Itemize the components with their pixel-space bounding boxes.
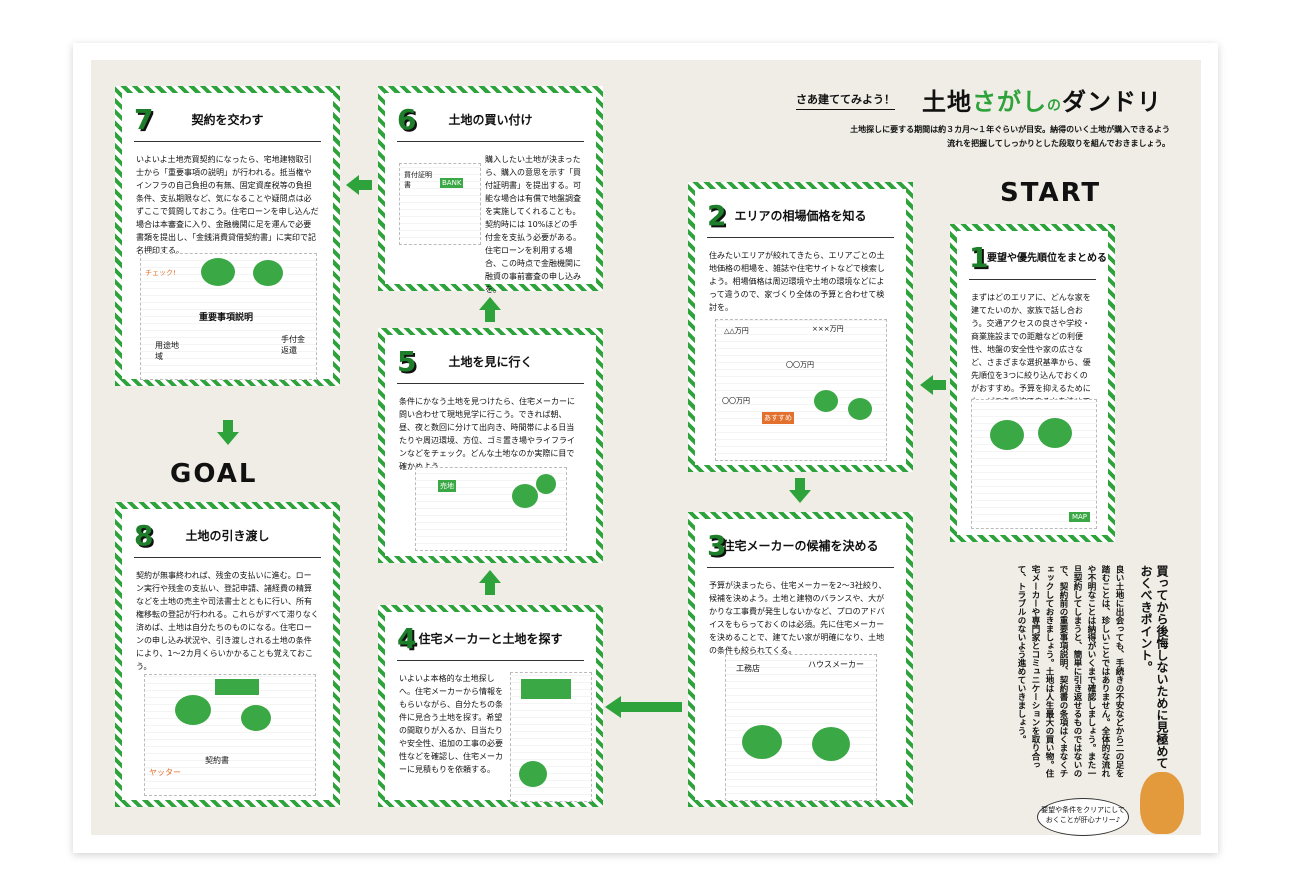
hair-icon	[512, 484, 538, 508]
hair-icon	[848, 398, 872, 420]
step-title: 契約を交わす	[191, 113, 264, 127]
land-icon	[521, 679, 571, 699]
divider	[397, 660, 584, 661]
lead-line: 流れを把握してしっかりとした段取りを組んでおきましょう。	[947, 139, 1170, 148]
land-icon	[215, 679, 259, 695]
step-body: いよいよ本格的な土地探しへ。住宅メーカーから情報をもらいながら、自分たちの条件に…	[399, 674, 503, 774]
step-number: 8	[134, 519, 154, 552]
goal-label: GOAL	[170, 459, 258, 489]
title-part: ダンドリ	[1062, 88, 1162, 116]
step-title: 土地を見に行く	[448, 355, 533, 369]
hair-icon	[536, 474, 556, 494]
hair-icon	[814, 390, 838, 412]
land-sign: 売地	[438, 480, 456, 492]
illustration-search	[510, 672, 592, 802]
bubble-label: 工務店	[736, 664, 760, 673]
step-number: 1	[969, 241, 989, 274]
title-part: 土地	[922, 88, 972, 116]
hair-icon	[253, 260, 283, 286]
step-7-card: 7 契約を交わす いよいよ土地売買契約になったら、宅地建物取引士から「重要事項の…	[115, 86, 340, 386]
hair-icon	[201, 258, 235, 286]
lead-text: 土地探しに要する期間は約３カ月〜１年ぐらいが目安。納得のいく土地が購入できるよう…	[850, 123, 1170, 151]
step-number: 5	[397, 345, 417, 378]
map-label: MAP	[1068, 512, 1090, 522]
hair-icon	[742, 725, 782, 759]
check-label: チェック!	[145, 269, 176, 277]
start-label: START	[1000, 178, 1102, 208]
title-part: さがし	[972, 88, 1047, 116]
document-label: 買付証明書	[404, 171, 432, 189]
illustration-contract: チェック! 重要事項説明 用途地域 手付金返還	[140, 253, 317, 380]
beaver-mascot-icon	[1140, 772, 1184, 834]
illustration-land-prices: △△万円 ×××万円 〇〇万円 〇〇万円 あすすめ	[715, 319, 887, 461]
lead-line: 土地探しに要する期間は約３カ月〜１年ぐらいが目安。納得のいく土地が購入できるよう	[850, 125, 1170, 134]
illustration-handover: 契約書 ヤッター	[144, 674, 316, 796]
hair-icon	[1038, 418, 1072, 448]
price-tag: 〇〇万円	[722, 397, 750, 405]
step-number: 2	[707, 199, 727, 232]
step-title: エリアの相場価格を知る	[734, 209, 867, 223]
step-body: 購入したい土地が決まったら、購入の意思を示す「買付証明書」を提出する。可能な場合…	[485, 155, 581, 294]
document-label: 重要事項説明	[199, 313, 254, 323]
step-title: 住宅メーカーと土地を探す	[418, 632, 563, 646]
speech-bubble: 要望や条件をクリアにしておくことが肝心ナリー♪	[1037, 798, 1129, 836]
divider	[397, 141, 584, 142]
step-title: 住宅メーカーの候補を決める	[722, 539, 879, 553]
advice-body: 良い土地に出会っても、手続きの不安などから二の足を踏むことは、珍しいことではあり…	[1016, 565, 1124, 778]
step-title: 土地の買い付け	[448, 113, 533, 127]
step-8-card: 8 土地の引き渡し 契約が無事終われば、残金の支払いに進む。ローン実行や残金の支…	[115, 502, 340, 807]
bubble-label: ハウスメーカー	[808, 660, 864, 669]
step-body: 住みたいエリアが絞れてきたら、エリアごとの土地価格の相場を、雑誌や住宅サイトなど…	[709, 251, 885, 312]
advice-title: 買ってから後悔しないために見極めておくべきポイント。	[1139, 565, 1169, 769]
divider	[134, 141, 321, 142]
step-number: 6	[397, 103, 417, 136]
hair-icon	[175, 695, 211, 725]
step-body: 契約が無事終われば、残金の支払いに進む。ローン実行や残金の支払い、登記申請、諸経…	[136, 571, 319, 671]
illustration-site-visit: 売地	[415, 467, 567, 551]
divider	[969, 279, 1096, 280]
page-title: 土地さがしのダンドリ	[922, 82, 1162, 117]
step-title: 要望や優先順位をまとめる	[987, 253, 1107, 264]
hair-icon	[241, 705, 271, 731]
divider	[707, 237, 894, 238]
step-5-card: 5 土地を見に行く 条件にかなう土地を見つけたら、住宅メーカーに問い合わせて現地…	[378, 328, 603, 563]
hair-icon	[519, 761, 547, 787]
step-1-card: 1 要望や優先順位をまとめる まずはどのエリアに、どんな家を建てたいのか、家族で…	[950, 224, 1115, 542]
step-body: 条件にかなう土地を見つけたら、住宅メーカーに問い合わせて現地見学に行こう。できれ…	[399, 397, 575, 471]
bank-sign: BANK	[440, 178, 464, 188]
divider	[707, 567, 894, 568]
divider	[397, 383, 584, 384]
step-2-card: 2 エリアの相場価格を知る 住みたいエリアが絞れてきたら、エリアごとの土地価格の…	[688, 182, 913, 472]
step-6-card: 6 土地の買い付け 購入したい土地が決まったら、購入の意思を示す「買付証明書」を…	[378, 86, 603, 294]
cheer-label: ヤッター	[149, 768, 181, 777]
step-title: 土地の引き渡し	[185, 529, 270, 543]
step-body: いよいよ土地売買契約になったら、宅地建物取引士から「重要事項の説明」が行われる。…	[136, 155, 319, 255]
header-subtitle: さあ建ててみよう！	[796, 91, 895, 110]
step-body: 予算が決まったら、住宅メーカーを2〜3社絞り、候補を決めよう。土地と建物のバラン…	[709, 581, 887, 655]
step-4-card: 4 住宅メーカーと土地を探す いよいよ本格的な土地探しへ。住宅メーカーから情報を…	[378, 605, 603, 807]
document-label: 契約書	[205, 756, 229, 765]
price-tag: ×××万円	[812, 325, 844, 333]
price-tag: 〇〇万円	[786, 361, 814, 369]
document-label: 用途地域	[155, 341, 179, 361]
step-number: 3	[707, 529, 727, 562]
illustration-purchase: 買付証明書 BANK	[399, 163, 481, 245]
illustration-builders: 工務店 ハウスメーカー	[725, 654, 877, 801]
step-3-card: 3 住宅メーカーの候補を決める 予算が決まったら、住宅メーカーを2〜3社絞り、候…	[688, 512, 913, 807]
hair-icon	[990, 420, 1024, 450]
title-part: の	[1047, 98, 1062, 114]
divider	[134, 557, 321, 558]
step-number: 4	[397, 622, 417, 655]
hair-icon	[812, 727, 850, 761]
shop-sign: あすすめ	[762, 412, 794, 424]
step-number: 7	[134, 103, 154, 136]
illustration-couple-map: MAP	[971, 399, 1097, 529]
price-tag: △△万円	[724, 327, 749, 335]
document-label: 手付金返還	[281, 335, 305, 355]
